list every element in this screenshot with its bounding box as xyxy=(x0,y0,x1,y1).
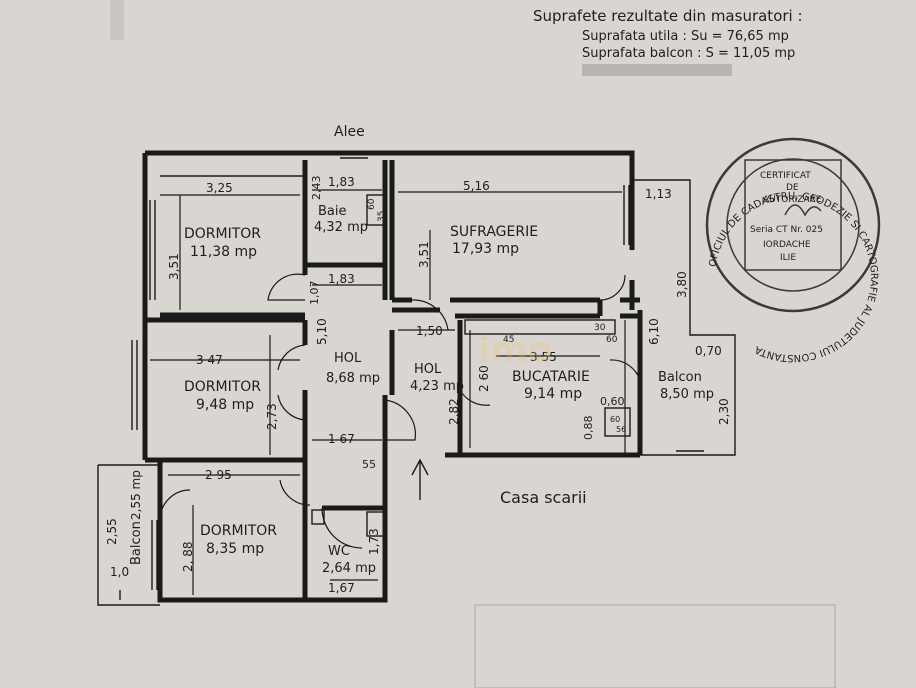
dim-60b: 60 xyxy=(606,335,618,345)
hol2-area: 4,23 mp xyxy=(410,379,464,394)
dim-167b: 1,67 xyxy=(328,581,355,595)
dormitor2-area: 9,48 mp xyxy=(196,397,254,413)
redacted-line xyxy=(582,64,732,76)
dim-610: 6,10 xyxy=(647,318,661,345)
dormitor3-area: 8,35 mp xyxy=(206,541,264,557)
stamp-line1: CERTIFICAT xyxy=(760,171,811,181)
dim-351a: 3,51 xyxy=(167,253,181,280)
bucatarie-name: BUCATARIE xyxy=(512,369,590,385)
dim-60c: 60 xyxy=(610,415,620,424)
stamp-line3: AUTORIZARE xyxy=(763,195,822,205)
dim-173: 1,73 xyxy=(367,528,381,555)
balcon-left-area: 2,55 mp xyxy=(129,470,143,520)
dim-088: 0,88 xyxy=(582,416,595,441)
dim-107: 1,07 xyxy=(308,281,321,306)
stamp-name2: ILIE xyxy=(780,253,796,263)
right-balcony-outline xyxy=(632,179,736,456)
stamp-line2: DE xyxy=(786,183,799,193)
dim-355: 3 55 xyxy=(530,350,557,364)
header-balcon: Suprafata balcon : S = 11,05 mp xyxy=(582,46,795,61)
paper-smudge xyxy=(110,0,124,40)
dim-45: 45 xyxy=(503,335,514,345)
dim-282: 2,82 xyxy=(447,398,461,425)
dim-35: 35 xyxy=(377,211,387,222)
baie-name: Baie xyxy=(318,204,347,219)
exterior-walls xyxy=(142,150,643,603)
stamp-name1: IORDACHE xyxy=(763,240,811,250)
dim-351b: 3,51 xyxy=(417,241,431,268)
dim-183b: 1,83 xyxy=(328,272,355,286)
wc-area: 2,64 mp xyxy=(322,561,376,576)
balcon-right-area: 8,50 mp xyxy=(660,387,714,402)
dim-183a: 1,83 xyxy=(328,175,355,189)
dim-295: 2 95 xyxy=(205,468,232,482)
dim-55: 55 xyxy=(362,458,376,471)
dormitor1-area: 11,38 mp xyxy=(190,244,257,260)
bath-fixture xyxy=(366,194,386,226)
faded-box xyxy=(474,604,836,688)
interior-walls xyxy=(145,160,640,511)
dimension-lines xyxy=(150,189,626,595)
door-swings xyxy=(159,273,641,549)
dim-56: 56 xyxy=(616,425,626,434)
dim-255: 2,55 xyxy=(105,518,119,545)
stamp-serial: Seria CT Nr. 025 xyxy=(750,225,823,235)
left-balcony-outline xyxy=(97,464,160,606)
dim-060: 0,60 xyxy=(600,395,625,408)
dim-325: 3,25 xyxy=(206,181,233,195)
sufragerie-name: SUFRAGERIE xyxy=(450,224,538,240)
wc-name: WC xyxy=(328,544,350,559)
kitchen-stove xyxy=(604,407,631,437)
balcon-right-name: Balcon xyxy=(658,370,702,385)
sufragerie-area: 17,93 mp xyxy=(452,241,519,257)
kitchen-counter xyxy=(464,319,616,335)
entrance-arrow xyxy=(411,458,429,500)
hol1-area: 8,68 mp xyxy=(326,371,380,386)
balcon-left-name: Balcon xyxy=(129,521,144,565)
wc-fixture xyxy=(366,511,386,537)
dormitor2-name: DORMITOR xyxy=(184,379,261,395)
header-title: Suprafete rezultate din masuratori : xyxy=(533,7,803,25)
header-util: Suprafata utila : Su = 76,65 mp xyxy=(582,29,789,44)
label-alee: Alee xyxy=(334,124,365,140)
dim-510: 5,10 xyxy=(315,318,329,345)
dim-150: 1,50 xyxy=(416,324,443,338)
dormitor3-name: DORMITOR xyxy=(200,523,277,539)
dim-167a: 1 67 xyxy=(328,432,355,446)
dormitor1-name: DORMITOR xyxy=(184,226,261,242)
label-casa-scarii: Casa scarii xyxy=(500,488,587,507)
dim-230: 2,30 xyxy=(717,398,731,425)
dim-113: 1,13 xyxy=(645,187,672,201)
bucatarie-area: 9,14 mp xyxy=(524,386,582,402)
stamp-signature xyxy=(784,204,822,217)
watermark: imo xyxy=(478,330,553,371)
dim-380: 3,80 xyxy=(675,271,689,298)
dim-288: 2, 88 xyxy=(181,541,195,572)
dim-273: 2,73 xyxy=(265,403,279,430)
dim-070: 0,70 xyxy=(695,344,722,358)
dim-516: 5,16 xyxy=(463,179,490,193)
dim-10: 1,0 xyxy=(110,565,129,579)
dim-347: 3 47 xyxy=(196,353,223,367)
hol1-name: HOL xyxy=(334,351,362,366)
dim-243: 2,43 xyxy=(310,176,323,201)
dim-60a: 60 xyxy=(367,198,377,210)
hol2-name: HOL xyxy=(414,362,442,377)
baie-area: 4,32 mp xyxy=(314,220,368,235)
dim-260: 2 60 xyxy=(477,365,491,392)
dim-30: 30 xyxy=(594,323,606,333)
